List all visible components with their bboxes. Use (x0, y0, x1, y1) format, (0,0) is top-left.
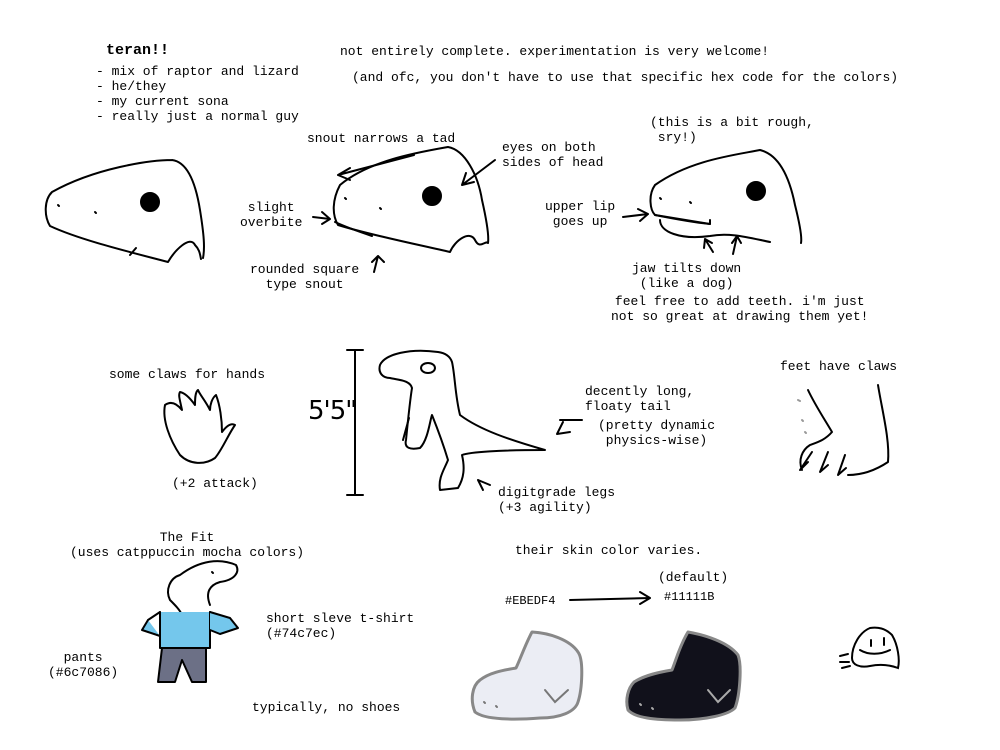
light-hex-code: #EBEDF4 (505, 594, 556, 608)
dark-skin-swatch (625, 630, 742, 722)
label-eyes: eyes on both sides of head (502, 140, 604, 170)
label-feet: feet have claws (780, 359, 898, 374)
full-body-sketch (346, 349, 583, 496)
head-sketch-overbite (312, 146, 496, 273)
label-rough-note: (this is a bit rough, sry!) (650, 115, 814, 145)
list-item: - mix of raptor and lizard (96, 64, 299, 79)
note-incomplete: not entirely complete. experimentation i… (340, 44, 770, 59)
label-upper-lip: upper lip goes up (545, 199, 616, 229)
fit-title: The Fit (uses catppuccin mocha colors) (70, 530, 305, 560)
list-item: - really just a normal guy (96, 109, 299, 124)
label-snout-narrows: snout narrows a tad (307, 131, 456, 146)
note-hex-optional: (and ofc, you don't have to use that spe… (352, 70, 899, 85)
character-name: teran!! (106, 42, 170, 59)
pants-fill (157, 647, 207, 683)
light-skin-swatch (470, 630, 584, 721)
outfit-figure (141, 560, 239, 683)
eye-icon (746, 181, 766, 201)
label-skin-varies: their skin color varies. (515, 543, 703, 558)
label-jaw: jaw tilts down (like a dog) (632, 261, 742, 291)
list-item: - he/they (96, 79, 167, 94)
label-overbite: slight overbite (240, 200, 303, 230)
label-attack: (+2 attack) (172, 476, 258, 491)
label-shirt: short sleve t-shirt (#74c7ec) (266, 611, 415, 641)
eye-icon (422, 186, 442, 206)
list-item: - my current sona (96, 94, 229, 109)
label-teeth-note: feel free to add teeth. i'm just not so … (611, 294, 869, 324)
shirt-fill (159, 611, 211, 649)
label-pants: pants (#6c7086) (48, 650, 119, 680)
label-legs: digitgrade legs (+3 agility) (498, 485, 616, 515)
eye-icon (140, 192, 160, 212)
label-tail: decently long, floaty tail (585, 384, 695, 414)
foot-claws-sketch (797, 384, 890, 476)
label-no-shoes: typically, no shoes (252, 700, 401, 715)
hand-claws-sketch (163, 389, 236, 464)
head-sketch-neutral (44, 159, 205, 263)
label-default: (default) (658, 570, 729, 585)
head-sketch-open-mouth (622, 149, 803, 255)
trait-list: - mix of raptor and lizard - he/they - m… (96, 64, 299, 124)
sticker-face-sketch (839, 626, 900, 670)
label-tail-physics: (pretty dynamic physics-wise) (598, 418, 716, 448)
dark-hex-code: #11111B (664, 590, 715, 604)
label-rounded-snout: rounded square type snout (250, 262, 360, 292)
height-label: 5'5" (308, 396, 357, 426)
label-claws-hands: some claws for hands (109, 367, 266, 382)
